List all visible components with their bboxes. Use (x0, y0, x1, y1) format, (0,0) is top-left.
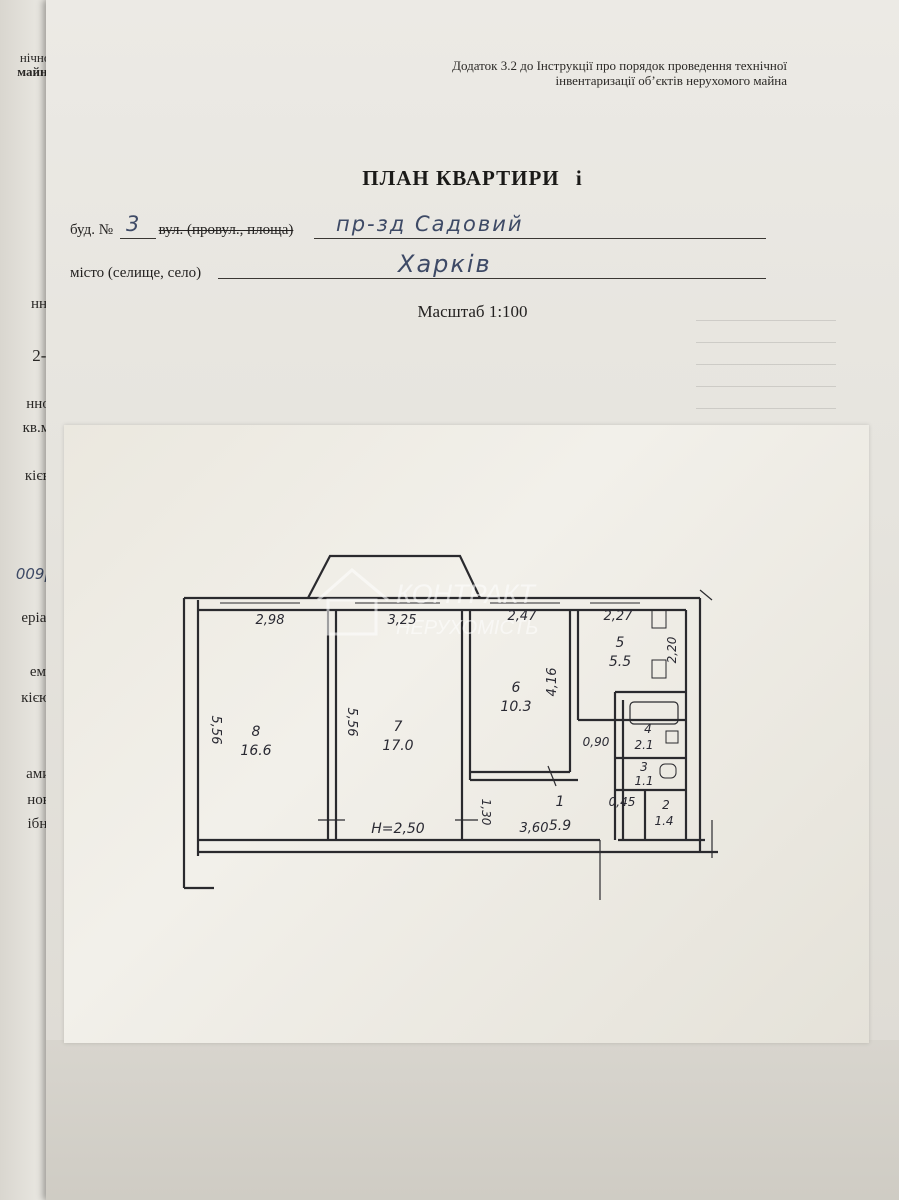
street-value: пр-зд Садовий (336, 212, 524, 236)
watermark-line1: КОНТРАКТ (396, 579, 537, 609)
appendix-note: Додаток 3.2 до Інструкції про порядок пр… (452, 58, 787, 88)
appendix-note-line: інвентаризації об’єктів нерухомого майна (555, 73, 788, 88)
room-5-area: 5.5 (609, 654, 631, 670)
watermark-house-icon (326, 598, 378, 636)
dim-room6-depth: 4,16 (545, 668, 560, 697)
room-4-number: 4 (644, 722, 652, 736)
sink-symbol (651, 659, 667, 679)
fragment-text: майна (17, 64, 54, 79)
city-row: місто (селище, село) (70, 265, 201, 282)
room-7-number: 7 (394, 719, 403, 735)
street-type-label: вул. (провул., площа) (158, 222, 294, 238)
building-number-label: буд. № (70, 222, 114, 238)
bleed-through-lines (696, 320, 836, 410)
fragment-text: еріал (21, 610, 54, 626)
dim-bath-width: 0,90 (583, 735, 610, 749)
room-6-area: 10.3 (500, 699, 531, 715)
room-8-area: 16.6 (240, 743, 271, 759)
bathtub (629, 701, 679, 725)
room-6-number: 6 (512, 680, 521, 696)
building-row: буд. № вул. (провул., площа) (70, 222, 293, 239)
dim-room6-width: 2,47 (508, 609, 538, 624)
dim-room8-depth: 5,56 (208, 716, 223, 745)
city-line (218, 278, 766, 279)
room-4-area: 2.1 (634, 738, 653, 752)
dimension-tick (547, 765, 557, 787)
room-5-number: 5 (616, 635, 625, 651)
balcony-outline (307, 554, 481, 599)
dim-room8-width: 2,98 (256, 613, 285, 628)
watermark: КОНТРАКТ НЕРУХОМІСТЬ (317, 568, 538, 639)
room-7-area: 17.0 (382, 738, 413, 754)
sink-symbol (665, 730, 679, 744)
stove-symbol (651, 609, 667, 629)
title-mark: і (575, 166, 583, 190)
sheet-bottom (46, 1040, 899, 1200)
fragment-text: 009р (15, 565, 54, 583)
room-2-number: 2 (662, 798, 670, 812)
building-number-value: 3 (126, 212, 142, 236)
watermark-line2: НЕРУХОМІСТЬ (396, 617, 538, 639)
building-number-line (120, 238, 156, 239)
room-1-number: 1 (556, 794, 565, 810)
title-text: ПЛАН КВАРТИРИ (362, 166, 560, 190)
appendix-note-line: Додаток 3.2 до Інструкції про порядок пр… (452, 58, 787, 73)
room-2-area: 1.4 (654, 814, 673, 828)
street-line (314, 238, 766, 239)
watermark-house-icon (317, 568, 389, 602)
dim-corridor-width: 3,60 (520, 821, 549, 836)
city-value: Харків (398, 250, 492, 278)
dim-room7-depth: 5,56 (344, 708, 359, 737)
room-1-area: 5.9 (549, 818, 571, 834)
fragment-text: кією, (21, 690, 54, 706)
ceiling-height: H=2,50 (371, 821, 425, 837)
page-title: ПЛАН КВАРТИРИ і (46, 166, 899, 191)
room-3-area: 1.1 (634, 774, 653, 788)
scale-label: Масштаб 1:100 (417, 302, 528, 321)
dim-room5-depth: 2,20 (665, 636, 679, 663)
toilet-symbol (659, 763, 677, 779)
dim-room7-width: 3,25 (388, 613, 417, 628)
dimension-tick (699, 589, 713, 601)
fragment-text: нічної (19, 50, 54, 65)
room-8-number: 8 (252, 724, 261, 740)
dim-wc-width: 0,45 (609, 795, 636, 809)
dim-corridor-depth: 1,30 (479, 799, 493, 826)
room-3-number: 3 (640, 760, 648, 774)
city-label: місто (селище, село) (70, 265, 202, 281)
dim-room5-width: 2,27 (604, 609, 634, 624)
